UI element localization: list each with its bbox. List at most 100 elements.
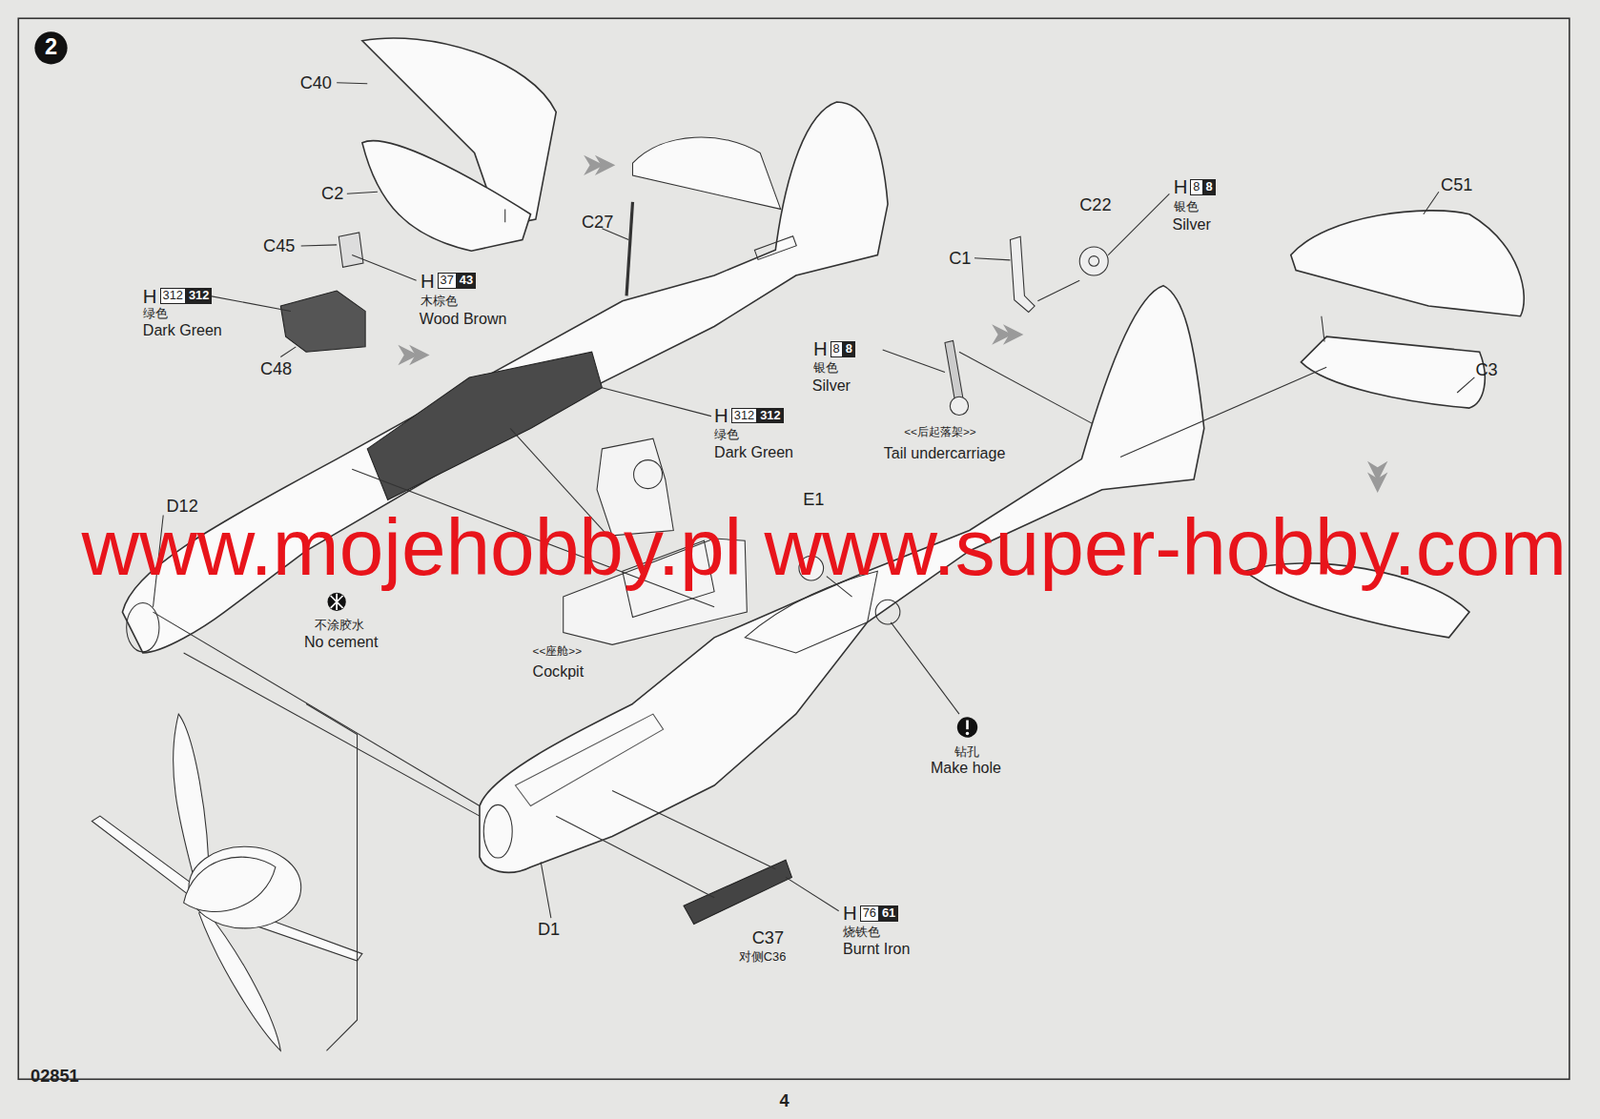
- part-label: C48: [260, 359, 292, 379]
- make-hole-icon: [957, 717, 978, 738]
- color-code: 43: [456, 272, 476, 289]
- part-label: H: [842, 902, 858, 924]
- guide-arrow: [409, 345, 430, 366]
- propeller: [91, 714, 363, 1051]
- leader-line: [1120, 367, 1327, 457]
- leader-line: [1423, 191, 1439, 215]
- part-label: <<座舱>>: [533, 645, 582, 658]
- part-label: 钻孔: [954, 745, 980, 759]
- color-code: 8: [1203, 179, 1216, 196]
- leader-line: [1037, 280, 1080, 301]
- leader-line: [306, 703, 358, 1051]
- color-code: 61: [879, 905, 899, 923]
- part-c48: [280, 290, 366, 352]
- leader-line: [882, 349, 945, 373]
- color-code: 8: [842, 341, 856, 358]
- part-label: <<后起落架>>: [903, 426, 976, 439]
- elevator-c3: [1300, 336, 1485, 409]
- guide-arrow: [594, 155, 616, 176]
- make-hole-icon: [965, 732, 969, 736]
- color-code: 76: [860, 905, 880, 923]
- part-label: 不涂胶水: [314, 618, 365, 633]
- color-code: 312: [160, 287, 186, 305]
- leader-line: [890, 622, 960, 715]
- part-label: Make hole: [930, 759, 1002, 778]
- color-code: 8: [1189, 179, 1203, 196]
- part-label: 绿色: [143, 307, 168, 321]
- part-c1: [1009, 236, 1035, 312]
- part-label: H: [143, 286, 158, 308]
- part-label: 绿色: [714, 428, 739, 442]
- part-label: Dark Green: [143, 322, 223, 340]
- part-label: Burnt Iron: [842, 941, 910, 959]
- leader-line: [785, 877, 840, 911]
- no-cement-icon: [328, 593, 347, 612]
- part-label: H: [813, 338, 828, 360]
- part-label: C1: [948, 248, 971, 268]
- leader-line: [1321, 316, 1325, 343]
- leader-line: [184, 653, 480, 817]
- color-code: 312: [731, 408, 758, 425]
- leader-line: [540, 861, 552, 919]
- leader-line: [347, 191, 378, 194]
- part-label: C51: [1440, 175, 1473, 195]
- color-code: 312: [185, 287, 212, 305]
- leader-line: [959, 351, 1092, 424]
- leader-line: [974, 258, 1010, 261]
- color-code: 312: [757, 408, 783, 425]
- part-label: 银色: [813, 361, 839, 375]
- step-badge: [34, 31, 67, 64]
- part-label: C3: [1475, 360, 1498, 380]
- leader-line: [504, 208, 506, 223]
- leader-line: [1456, 377, 1475, 393]
- color-code: 8: [830, 341, 843, 358]
- leader-line: [601, 388, 712, 417]
- page-number: 02851: [30, 1066, 80, 1087]
- watermark: www.mojehobby.pl www.super-hobby.com: [82, 503, 1567, 592]
- elevator-c51: [1291, 210, 1525, 317]
- cockpit-sidewall: [367, 351, 602, 500]
- part-c27: [626, 202, 633, 296]
- part-c37: [683, 860, 792, 924]
- leader-line: [612, 790, 776, 869]
- color-code: 37: [437, 272, 457, 289]
- part-c45: [338, 232, 364, 267]
- part-label: C40: [300, 73, 332, 93]
- part-label: 木棕色: [420, 294, 458, 308]
- part-label: E1: [802, 490, 824, 510]
- part-label: C27: [581, 212, 614, 232]
- part-label: C37: [752, 928, 784, 948]
- part-label: C45: [263, 236, 295, 256]
- tail-wheel: [949, 396, 968, 415]
- part-label: No cement: [304, 634, 379, 652]
- leader-line: [351, 255, 416, 282]
- leader-line: [1107, 193, 1170, 255]
- hole-mark: [875, 599, 901, 625]
- part-label: 银色: [1173, 200, 1199, 214]
- part-c22: [1079, 246, 1108, 276]
- part-label: D1: [537, 920, 560, 940]
- part-label: H: [1173, 176, 1189, 198]
- part-label: Tail undercarriage: [883, 445, 1006, 463]
- tail-undercarriage: [944, 340, 964, 402]
- part-label: 烧铁色: [842, 925, 881, 940]
- part-label: C2: [321, 184, 344, 204]
- leader-line: [280, 347, 296, 358]
- part-label: Silver: [812, 377, 851, 395]
- leader-line: [153, 612, 480, 806]
- leader-line: [336, 82, 368, 84]
- leader-line: [208, 295, 291, 311]
- blade: [91, 816, 205, 903]
- hub: [1088, 256, 1100, 267]
- spinner: [184, 857, 276, 912]
- page-frame: [18, 18, 1570, 1080]
- make-hole-icon: [965, 720, 969, 731]
- nose-ring: [483, 804, 513, 859]
- elevator-c2: [362, 141, 532, 252]
- part-label: C22: [1079, 195, 1111, 215]
- step-number: 2: [44, 35, 58, 61]
- tail-slot: [754, 236, 797, 261]
- nose-ring: [126, 602, 160, 652]
- part-label: H: [714, 405, 729, 427]
- part-label: Silver: [1172, 216, 1211, 234]
